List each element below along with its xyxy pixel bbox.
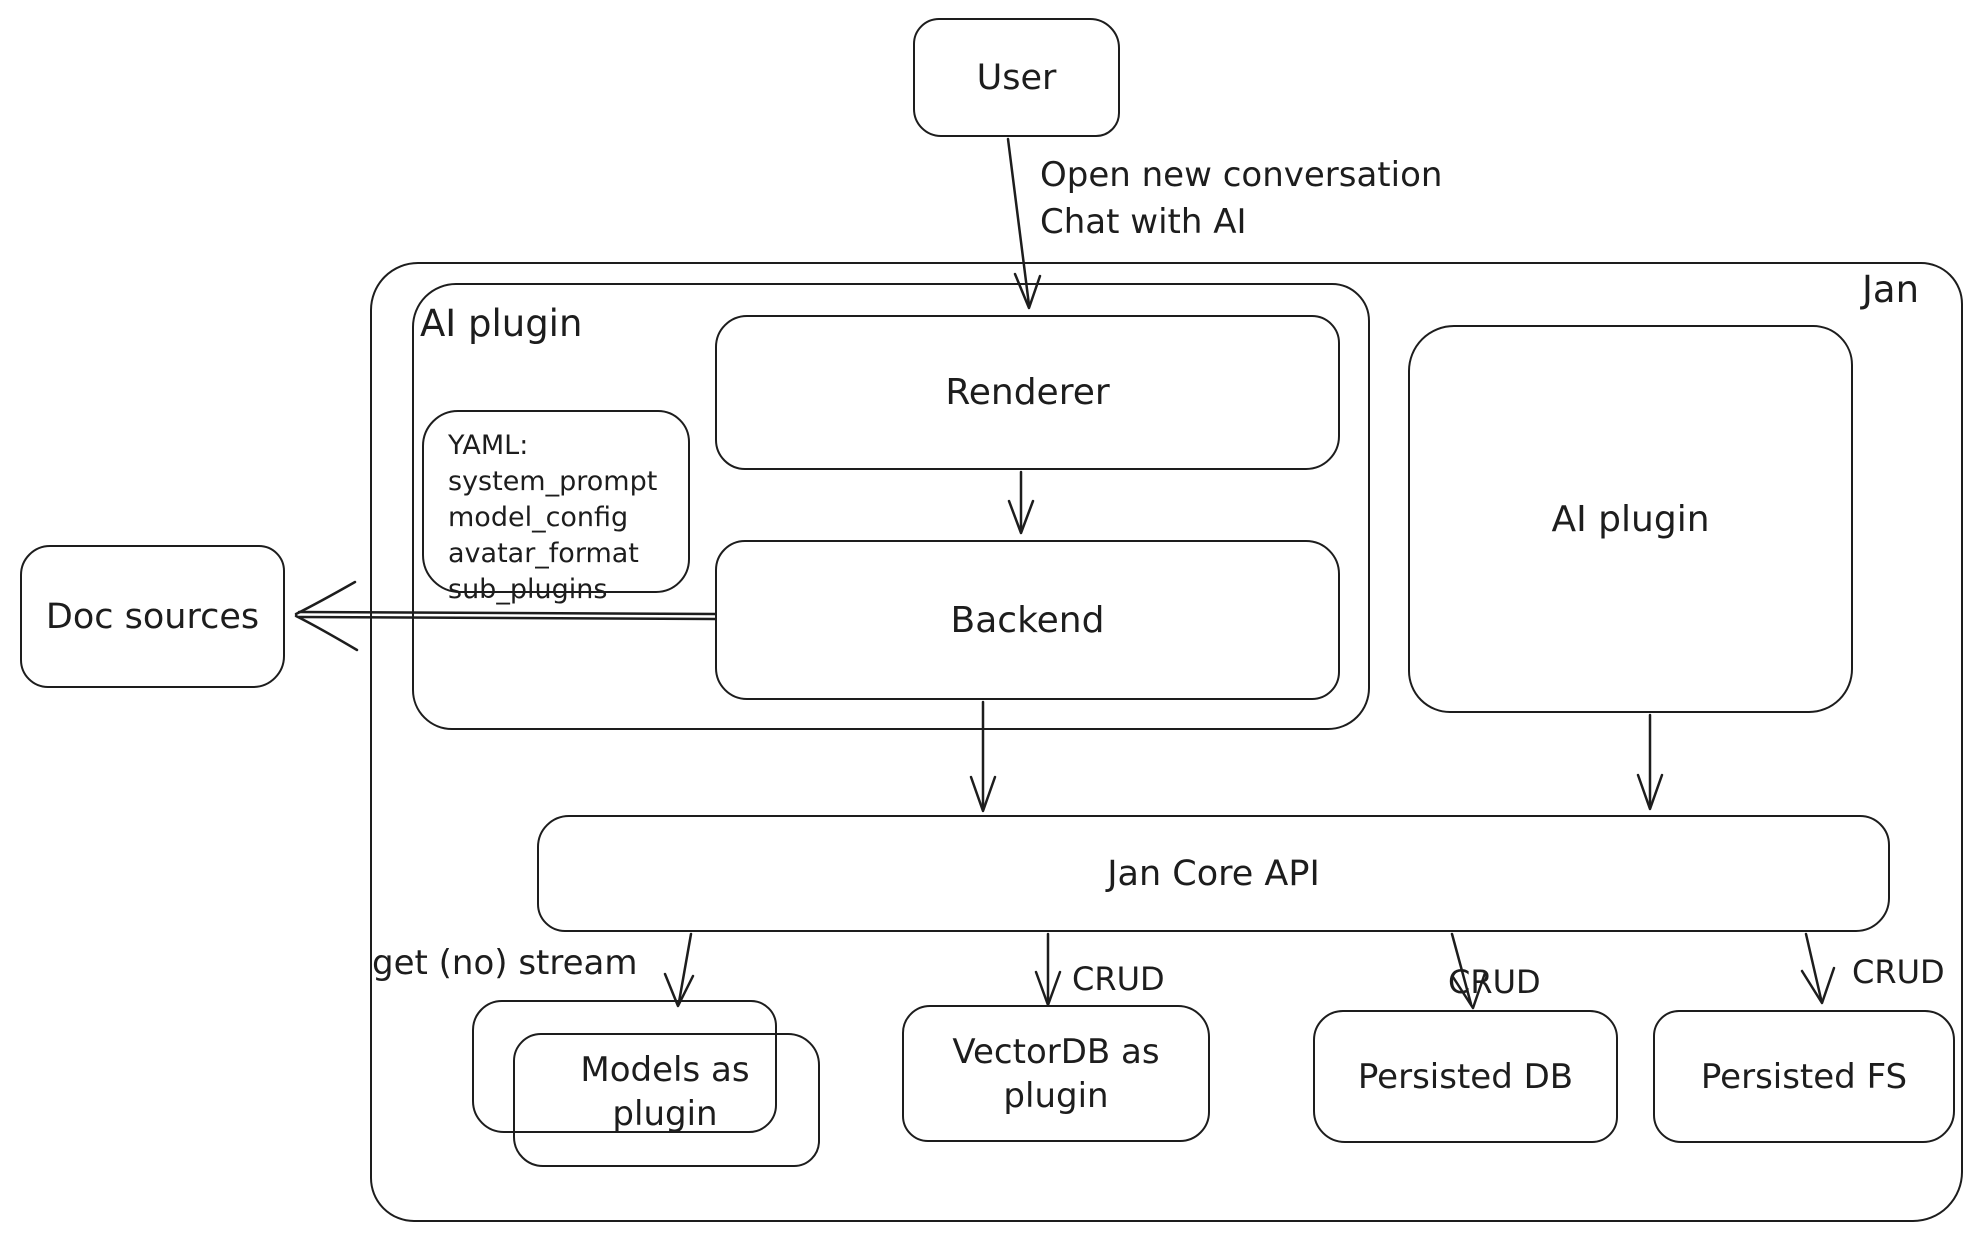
persisted-db-label: Persisted DB [1357, 1056, 1574, 1097]
models-plugin-label: Models as plugin [580, 1050, 750, 1134]
renderer-node-label: Renderer [945, 372, 1110, 413]
persisted-fs-label: Persisted FS [1700, 1056, 1908, 1097]
yaml-note-line: system_prompt [448, 466, 658, 497]
backend-node-label: Backend [950, 599, 1105, 641]
doc-sources-node-label: Doc sources [45, 596, 260, 637]
models-plugin-node-front[interactable] [513, 1033, 820, 1167]
yaml-note[interactable]: YAML: system_prompt model_config avatar_… [422, 410, 690, 605]
models-plugin-node-back[interactable] [472, 1000, 777, 1133]
edge-label-line1: Open new conversation [1040, 155, 1443, 195]
vectordb-plugin-label: VectorDB as plugin [952, 1031, 1160, 1116]
persisted-db-node[interactable]: Persisted DB [1313, 1010, 1618, 1143]
vectordb-plugin-node[interactable]: VectorDB as plugin [902, 1005, 1210, 1142]
crud-fs-edge-label: CRUD [1852, 953, 1945, 991]
jan-core-api-node-label: Jan Core API [1107, 853, 1320, 894]
yaml-note-line: sub_plugins [448, 574, 608, 605]
open-conversation-edge-label: Open new conversation Chat with AI [1040, 152, 1442, 246]
ai-plugin-container-label: AI plugin [420, 302, 583, 345]
yaml-note-line: model_config [448, 502, 629, 533]
crud-db-edge-label: CRUD [1448, 963, 1541, 1001]
persisted-fs-node[interactable]: Persisted FS [1653, 1010, 1955, 1143]
edge-label-line2: Chat with AI [1040, 202, 1247, 242]
jan-container-label: Jan [1862, 268, 1920, 311]
doc-sources-node[interactable]: Doc sources [20, 545, 285, 688]
ai-plugin-right-node[interactable]: AI plugin [1408, 325, 1853, 713]
user-node[interactable]: User [913, 18, 1120, 137]
backend-node[interactable]: Backend [715, 540, 1340, 700]
yaml-note-line: YAML: [448, 430, 529, 461]
get-stream-edge-label: get (no) stream [372, 943, 638, 983]
ai-plugin-right-node-label: AI plugin [1551, 498, 1710, 540]
user-node-label: User [976, 57, 1057, 98]
renderer-node[interactable]: Renderer [715, 315, 1340, 470]
yaml-note-line: avatar_format [448, 538, 639, 569]
crud-vectordb-edge-label: CRUD [1072, 960, 1165, 998]
jan-core-api-node[interactable]: Jan Core API [537, 815, 1890, 932]
jan-container[interactable] [370, 262, 1963, 1222]
ai-plugin-container[interactable] [412, 283, 1370, 730]
